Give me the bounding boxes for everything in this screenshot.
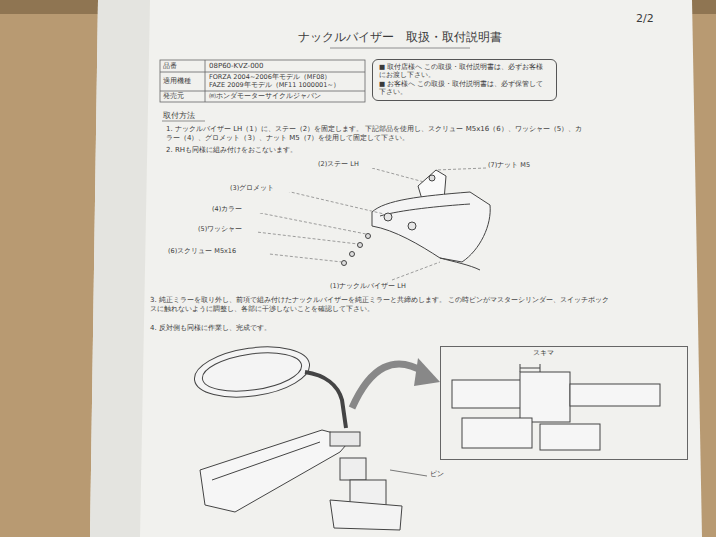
parts-drawing: [342, 170, 491, 270]
paper-sheet: [90, 0, 702, 537]
title-rule: [330, 48, 470, 49]
applicable-model: FAZE 2009年モデル（MF11 1000001~）: [209, 81, 364, 89]
instruction-step: 4. 反対側も同様に作業し、完成です。: [150, 324, 450, 333]
part-label: (3)グロメット: [230, 184, 290, 192]
part-label: ピン: [430, 470, 460, 479]
spec-table: [160, 60, 365, 102]
part-label: (2)ステー LH: [318, 160, 378, 168]
notice-box: ■ 取付店様へ この取扱・取付説明書は、必ずお客様にお渡し下さい。■ お客様へ …: [372, 59, 557, 101]
table-header: 適用機種: [163, 77, 203, 86]
page-number: 2/2: [636, 12, 680, 26]
gap-label: スキマ: [533, 349, 683, 358]
detail-arrowhead: [414, 358, 440, 386]
part-label: (7)ナット M5: [488, 161, 558, 169]
detail-drawing: [452, 364, 660, 450]
document-title: ナックルバイザー 取扱・取付説明書: [250, 30, 550, 46]
part-label: (6)スクリュー M5x16: [168, 247, 268, 255]
table-header: 品番: [163, 62, 203, 71]
section-heading: 取付方法: [163, 111, 213, 121]
detail-arrow: [352, 364, 424, 408]
distributor: ㈱ホンダモーターサイクルジャパン: [209, 92, 364, 101]
instruction-step: 2. RHも同様に組み付けをおこないます。: [166, 146, 566, 155]
paper-shadow: [90, 0, 150, 537]
part-label: (5)ワッシャー: [198, 225, 258, 233]
instruction-step: 1. ナックルバイザー LH（1）に、ステー（2）を固定します。 下記部品を使用…: [166, 125, 586, 143]
part-label: (4)カラー: [212, 205, 262, 213]
instruction-step: 3. 純正ミラーを取り外し、前項で組み付けたナックルバイザーを純正ミラーと共締め…: [150, 296, 610, 314]
notice-text: ■ お客様へ この取扱・取付説明書は、必ず保管して下さい。: [379, 80, 550, 97]
applicable-model: FORZA 2004~2006年モデル（MF08）: [209, 73, 364, 81]
notice-text: ■ 取付店様へ この取扱・取付説明書は、必ずお客様にお渡し下さい。: [379, 63, 550, 80]
part-label: (1)ナックルバイザー LH: [330, 282, 440, 290]
detail-inset: スキマ: [440, 346, 688, 460]
section-rule: [162, 121, 205, 122]
part-number: 08P60-KVZ-000: [209, 62, 359, 71]
table-header: 発売元: [163, 92, 203, 101]
mirror-drawing: [191, 340, 427, 530]
